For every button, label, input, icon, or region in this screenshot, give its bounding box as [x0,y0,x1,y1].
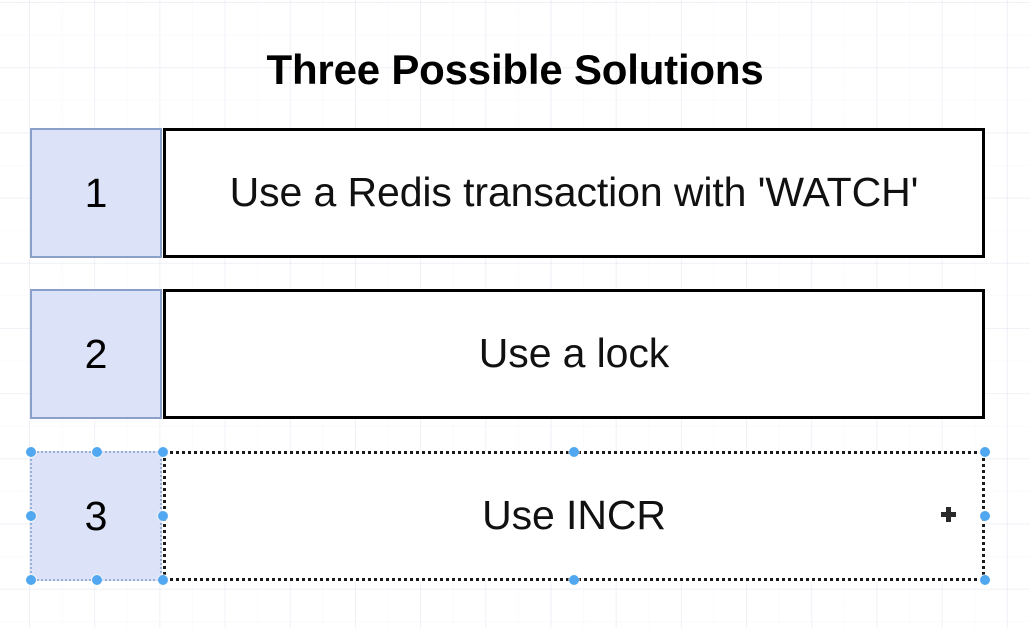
solution-text-1: Use a Redis transaction with 'WATCH' [229,169,919,216]
solution-text-2: Use a lock [478,330,670,377]
selection-handle-bottom-center[interactable] [569,575,579,585]
number-box-1[interactable]: 1 [30,128,162,258]
solution-text-3: Use INCR [482,492,666,539]
selection-handle-top-mid-left[interactable] [92,447,102,457]
move-crosshair-cursor-icon [941,507,956,522]
selection-handle-bottom-left[interactable] [26,575,36,585]
number-box-2[interactable]: 2 [30,289,162,419]
selection-handle-middle-right[interactable] [980,511,990,521]
solution-row-1[interactable]: 1 Use a Redis transaction with 'WATCH' [30,128,985,258]
solution-row-3[interactable]: 3 Use INCR [26,447,990,585]
selection-handle-top-center[interactable] [569,447,579,457]
number-label-1: 1 [84,169,108,216]
number-box-3[interactable]: 3 [30,451,162,581]
number-label-2: 2 [84,330,108,377]
text-box-1[interactable]: Use a Redis transaction with 'WATCH' [163,128,985,258]
selection-handle-top-left[interactable] [26,447,36,457]
page-title: Three Possible Solutions [266,46,764,93]
number-label-3: 3 [84,492,108,539]
text-box-2[interactable]: Use a lock [163,289,985,419]
selection-handle-middle-left[interactable] [26,511,36,521]
text-box-3[interactable]: Use INCR [163,451,985,581]
solution-row-2[interactable]: 2 Use a lock [30,289,985,419]
selection-handle-top-center-left[interactable] [158,447,168,457]
selection-handle-top-right[interactable] [980,447,990,457]
selection-handle-bottom-mid-left[interactable] [92,575,102,585]
selection-handle-bottom-right[interactable] [980,575,990,585]
selection-handle-middle-center-left[interactable] [158,511,168,521]
selection-handle-bottom-center-left[interactable] [158,575,168,585]
